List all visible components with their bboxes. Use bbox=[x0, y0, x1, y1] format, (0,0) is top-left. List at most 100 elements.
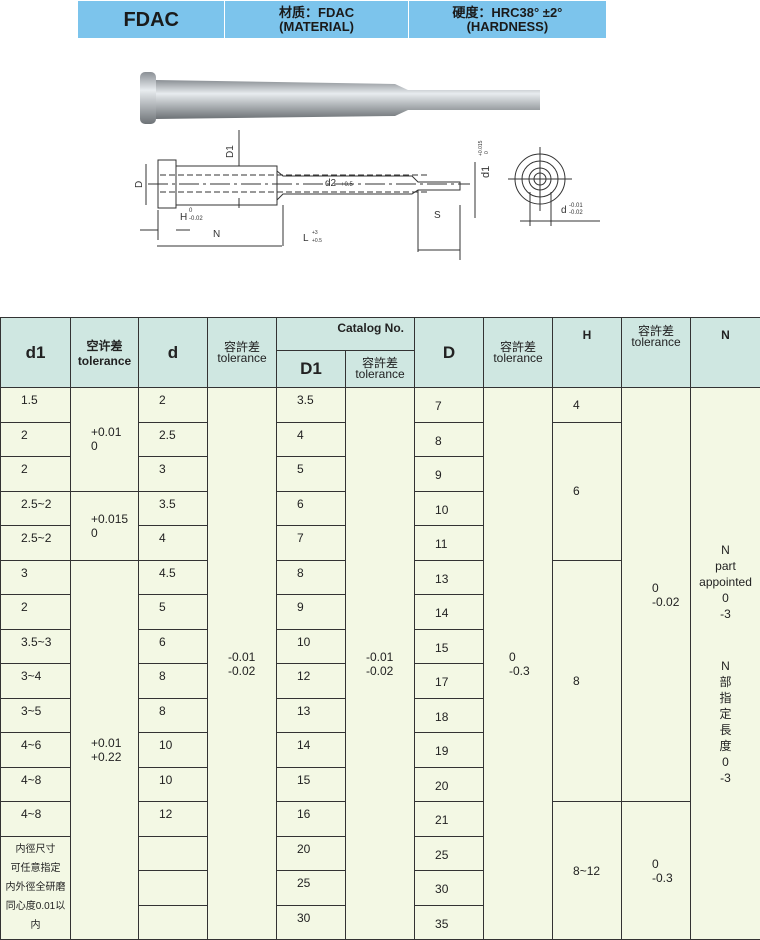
N-line: 部 bbox=[691, 674, 760, 690]
spec-banner: FDAC 材质：FDAC(MATERIAL) 硬度：HRC38° ±2°(HAR… bbox=[78, 1, 606, 38]
H-value: 6 bbox=[553, 422, 622, 560]
d-tolerance: -0.01-0.02 bbox=[208, 388, 277, 940]
header-en: tolerance bbox=[346, 369, 414, 380]
D1-value: 16 bbox=[277, 802, 346, 837]
header-en: tolerance bbox=[208, 353, 276, 364]
header-en: tolerance bbox=[484, 353, 552, 364]
N-line: -3 bbox=[691, 770, 760, 786]
note-line: 内外徑全研磨 bbox=[1, 878, 70, 897]
tolerance-line: -0.01 bbox=[366, 650, 414, 664]
D1-value: 9 bbox=[277, 595, 346, 630]
tolerance-line: 0 bbox=[652, 857, 690, 871]
label-d2-tol: +0.5 bbox=[341, 182, 354, 188]
d-value bbox=[139, 905, 208, 940]
header-D: D bbox=[415, 318, 484, 388]
D1-value: 14 bbox=[277, 733, 346, 768]
label-L-tol-lo: +0.5 bbox=[312, 238, 322, 244]
N-line: N bbox=[691, 542, 760, 558]
d-value: 4 bbox=[139, 526, 208, 561]
D1-value: 15 bbox=[277, 767, 346, 802]
material-en: (MATERIAL) bbox=[279, 20, 354, 34]
d1-value: 3~5 bbox=[1, 698, 71, 733]
tolerance-line: 0 bbox=[652, 581, 690, 595]
header-catalog-no: Catalog No. bbox=[277, 318, 415, 351]
d-value: 8 bbox=[139, 698, 208, 733]
tolerance-line: 0 bbox=[509, 650, 552, 664]
d-value: 3.5 bbox=[139, 491, 208, 526]
tolerance-line: -0.02 bbox=[228, 664, 276, 678]
header-en: tolerance bbox=[71, 354, 138, 368]
tolerance-line: +0.22 bbox=[91, 750, 138, 764]
d-value: 3 bbox=[139, 457, 208, 492]
product-photo bbox=[140, 72, 540, 124]
D1-value: 30 bbox=[277, 905, 346, 940]
D1-tolerance: -0.01-0.02 bbox=[346, 388, 415, 940]
hardness-cell: 硬度：HRC38° ±2°(HARDNESS) bbox=[409, 1, 606, 38]
header-cn: 空许差 bbox=[71, 337, 138, 354]
D-value: 18 bbox=[415, 698, 484, 733]
d-value: 5 bbox=[139, 595, 208, 630]
note-line: 内徑尺寸 bbox=[1, 840, 70, 859]
H-tolerance: 0-0.02 bbox=[622, 388, 691, 802]
label-d: d bbox=[561, 205, 567, 216]
D1-value: 4 bbox=[277, 422, 346, 457]
d1-value: 2.5~2 bbox=[1, 491, 71, 526]
tolerance-line: -0.3 bbox=[509, 664, 552, 678]
N-line: 指 bbox=[691, 690, 760, 706]
D1-value: 3.5 bbox=[277, 388, 346, 423]
header-H: H bbox=[553, 318, 622, 388]
tolerance-line: -0.02 bbox=[366, 664, 414, 678]
tolerance-line: +0.01 bbox=[91, 425, 138, 439]
label-d-tol-lo: -0.02 bbox=[569, 210, 583, 216]
d1-value: 1.5 bbox=[1, 388, 71, 423]
material-cn: 材质：FDAC bbox=[279, 6, 354, 20]
D-value: 20 bbox=[415, 767, 484, 802]
H-value: 4 bbox=[553, 388, 622, 423]
d1-value: 2.5~2 bbox=[1, 526, 71, 561]
H-value: 8 bbox=[553, 560, 622, 802]
D1-value: 13 bbox=[277, 698, 346, 733]
N-line: 0 bbox=[691, 754, 760, 770]
D-value: 17 bbox=[415, 664, 484, 699]
header-D1: D1 bbox=[277, 351, 346, 388]
D1-value: 10 bbox=[277, 629, 346, 664]
D1-value: 25 bbox=[277, 871, 346, 906]
tolerance-line: -0.3 bbox=[652, 871, 690, 885]
tolerance-line: +0.01 bbox=[91, 736, 138, 750]
label-L: L bbox=[303, 233, 309, 244]
D-value: 35 bbox=[415, 905, 484, 940]
label-N: N bbox=[213, 229, 220, 240]
D-tolerance: 0-0.3 bbox=[484, 388, 553, 940]
d-value: 10 bbox=[139, 733, 208, 768]
D-value: 13 bbox=[415, 560, 484, 595]
d-value bbox=[139, 836, 208, 871]
label-H-tol-up: 0 bbox=[189, 208, 193, 214]
D-value: 25 bbox=[415, 836, 484, 871]
d-value: 12 bbox=[139, 802, 208, 837]
header-N: N bbox=[691, 318, 760, 388]
d-value: 6 bbox=[139, 629, 208, 664]
label-H: H bbox=[180, 212, 187, 223]
technical-drawing bbox=[140, 130, 600, 260]
d1-tolerance: +0.01+0.22 bbox=[71, 560, 139, 940]
tolerance-line: -0.01 bbox=[228, 650, 276, 664]
d-value: 4.5 bbox=[139, 560, 208, 595]
label-d1-tol-lo: 0 bbox=[484, 151, 490, 154]
d1-value: 2 bbox=[1, 422, 71, 457]
N-line: 度 bbox=[691, 738, 760, 754]
d-value: 2.5 bbox=[139, 422, 208, 457]
N-line: part bbox=[691, 558, 760, 574]
D-value: 7 bbox=[415, 388, 484, 423]
D1-value: 20 bbox=[277, 836, 346, 871]
d-value: 2 bbox=[139, 388, 208, 423]
D-value: 30 bbox=[415, 871, 484, 906]
header-d1: d1 bbox=[1, 318, 71, 388]
tolerance-line: 0 bbox=[91, 526, 138, 540]
D1-value: 5 bbox=[277, 457, 346, 492]
